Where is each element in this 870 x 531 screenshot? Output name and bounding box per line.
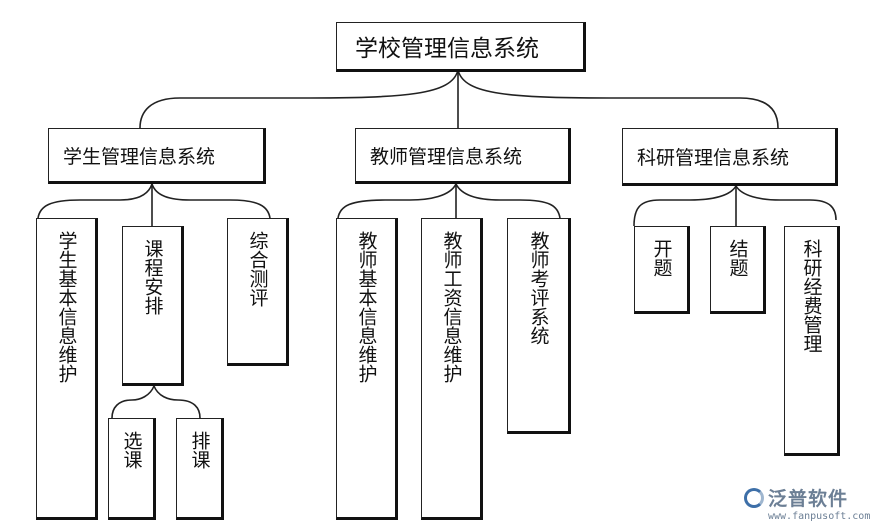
root-title: 学校管理信息系统 [355, 36, 539, 62]
branch-research-title: 科研管理信息系统 [637, 146, 790, 169]
node-teacher-salary-info: 教师工资信息维护 [421, 218, 483, 520]
node-teacher-evaluation: 教师考评系统 [507, 218, 571, 434]
node-label: 科研经费管理 [800, 239, 823, 353]
node-label: 综合测评 [246, 231, 269, 307]
branch-teacher: 教师管理信息系统 [355, 128, 571, 184]
node-label: 教师考评系统 [527, 231, 550, 345]
node-label: 学生基本信息维护 [55, 231, 78, 383]
node-teacher-basic-info: 教师基本信息维护 [336, 218, 398, 520]
node-conclusion: 结题 [710, 226, 766, 314]
branch-student-title: 学生管理信息系统 [63, 145, 216, 168]
node-label: 排课 [188, 431, 211, 469]
node-comprehensive-eval: 综合测评 [227, 218, 289, 366]
node-select-course: 选课 [108, 418, 156, 520]
root-node: 学校管理信息系统 [336, 22, 586, 72]
node-label: 结题 [726, 239, 749, 277]
node-label: 教师工资信息维护 [440, 231, 463, 383]
branch-student: 学生管理信息系统 [48, 128, 266, 184]
node-label: 课程安排 [141, 239, 164, 315]
fanpu-logo-icon [744, 487, 764, 508]
node-label: 教师基本信息维护 [355, 231, 378, 383]
node-proposal: 开题 [634, 226, 690, 314]
node-research-funding: 科研经费管理 [784, 226, 840, 456]
watermark-url: www.fanpusoft.com [768, 511, 870, 522]
node-arrange-course: 排课 [176, 418, 224, 520]
node-student-basic-info: 学生基本信息维护 [36, 218, 98, 520]
watermark-logo: 泛普软件 www.fanpusoft.com [744, 484, 870, 526]
node-course-schedule: 课程安排 [122, 226, 184, 386]
node-label: 开题 [650, 239, 673, 277]
branch-research: 科研管理信息系统 [622, 128, 838, 186]
watermark-name: 泛普软件 [768, 488, 849, 510]
branch-teacher-title: 教师管理信息系统 [370, 145, 523, 168]
node-label: 选课 [120, 431, 143, 469]
